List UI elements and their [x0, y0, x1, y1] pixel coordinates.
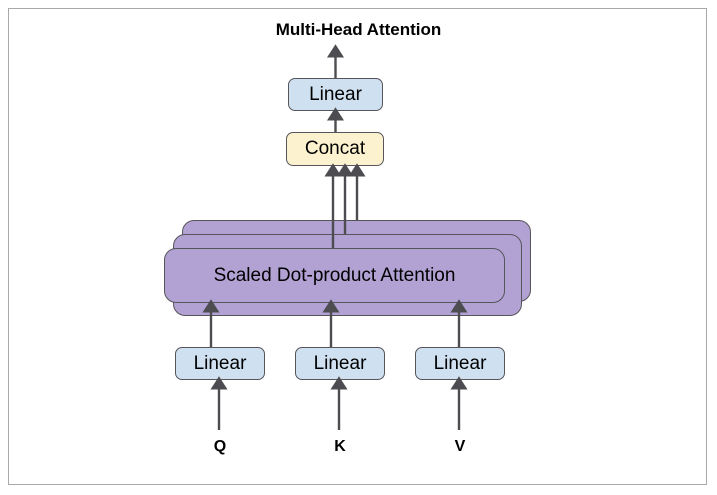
concat-label: Concat	[304, 138, 366, 159]
input-label-v: V	[454, 438, 466, 455]
figure-title: Multi-Head Attention	[275, 20, 442, 39]
linear-key-label: Linear	[313, 352, 367, 374]
linear-key-box[interactable]: Linear	[295, 347, 385, 380]
linear-output-label: Linear	[309, 83, 362, 105]
concat-box[interactable]: Concat	[286, 132, 384, 166]
input-label-q: Q	[213, 438, 227, 455]
linear-value-label: Linear	[433, 352, 487, 374]
scaled-dot-product-attention-box[interactable]: Scaled Dot-product Attention	[164, 248, 505, 303]
linear-value-box[interactable]: Linear	[415, 347, 505, 380]
linear-query-box[interactable]: Linear	[175, 347, 265, 380]
linear-query-label: Linear	[193, 352, 247, 374]
input-label-k: K	[334, 438, 346, 455]
linear-output-box[interactable]: Linear	[288, 78, 383, 111]
scaled-dot-product-attention-label: Scaled Dot-product Attention	[213, 264, 456, 286]
